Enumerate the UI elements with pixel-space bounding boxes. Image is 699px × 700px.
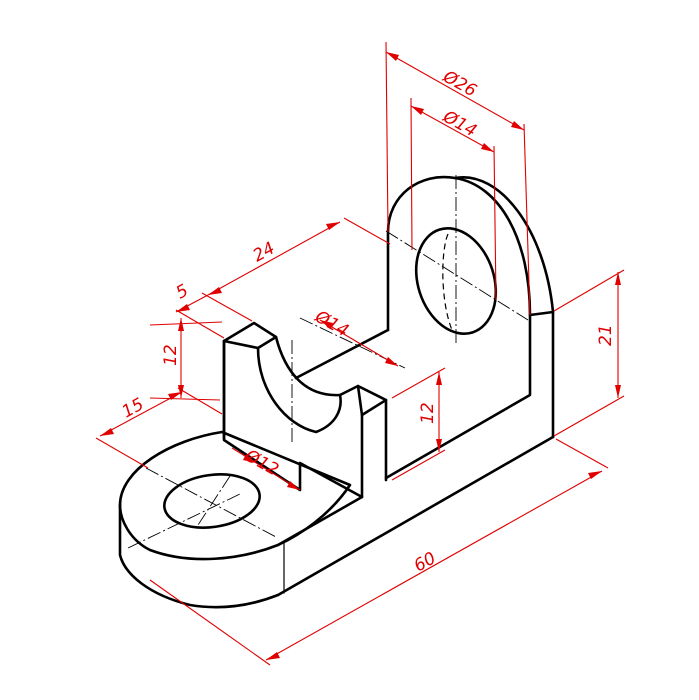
dimension-text: Ø26 Ø14 24 5 12 Ø14 15 Ø12 12 21 60 (119, 66, 616, 576)
dim-saddle-dia: Ø14 (311, 306, 352, 341)
base-lower-edge (118, 503, 280, 609)
front-block (222, 321, 388, 499)
dim-block-height: 12 (161, 344, 181, 366)
dim-base-radius: 15 (119, 394, 148, 422)
hidden-lines (442, 233, 453, 331)
upright-top-edge (528, 310, 555, 317)
block-inner-edge (222, 339, 260, 350)
upright-side (453, 175, 555, 439)
dim-boss-outer: Ø26 (439, 66, 480, 101)
base-hole (163, 473, 261, 529)
object-outline (118, 175, 555, 609)
dim-slot-length: 24 (250, 238, 279, 266)
dimension-lines (95, 41, 625, 666)
base-round-end (118, 430, 352, 561)
dim-overall-length: 60 (411, 548, 440, 576)
base-front-bottom (276, 435, 555, 597)
upright-base-join (294, 328, 390, 380)
upright-face (384, 175, 532, 480)
block-right-step (356, 384, 364, 417)
dim-gap-height: 12 (418, 402, 438, 424)
dim-wall-thickness: 5 (173, 281, 192, 304)
dim-boss-inner: Ø14 (439, 106, 480, 141)
boss-hole (414, 227, 498, 335)
saddle-curve-upper (274, 335, 342, 397)
base-front-top (276, 495, 364, 547)
dim-upright-height: 21 (596, 324, 616, 346)
